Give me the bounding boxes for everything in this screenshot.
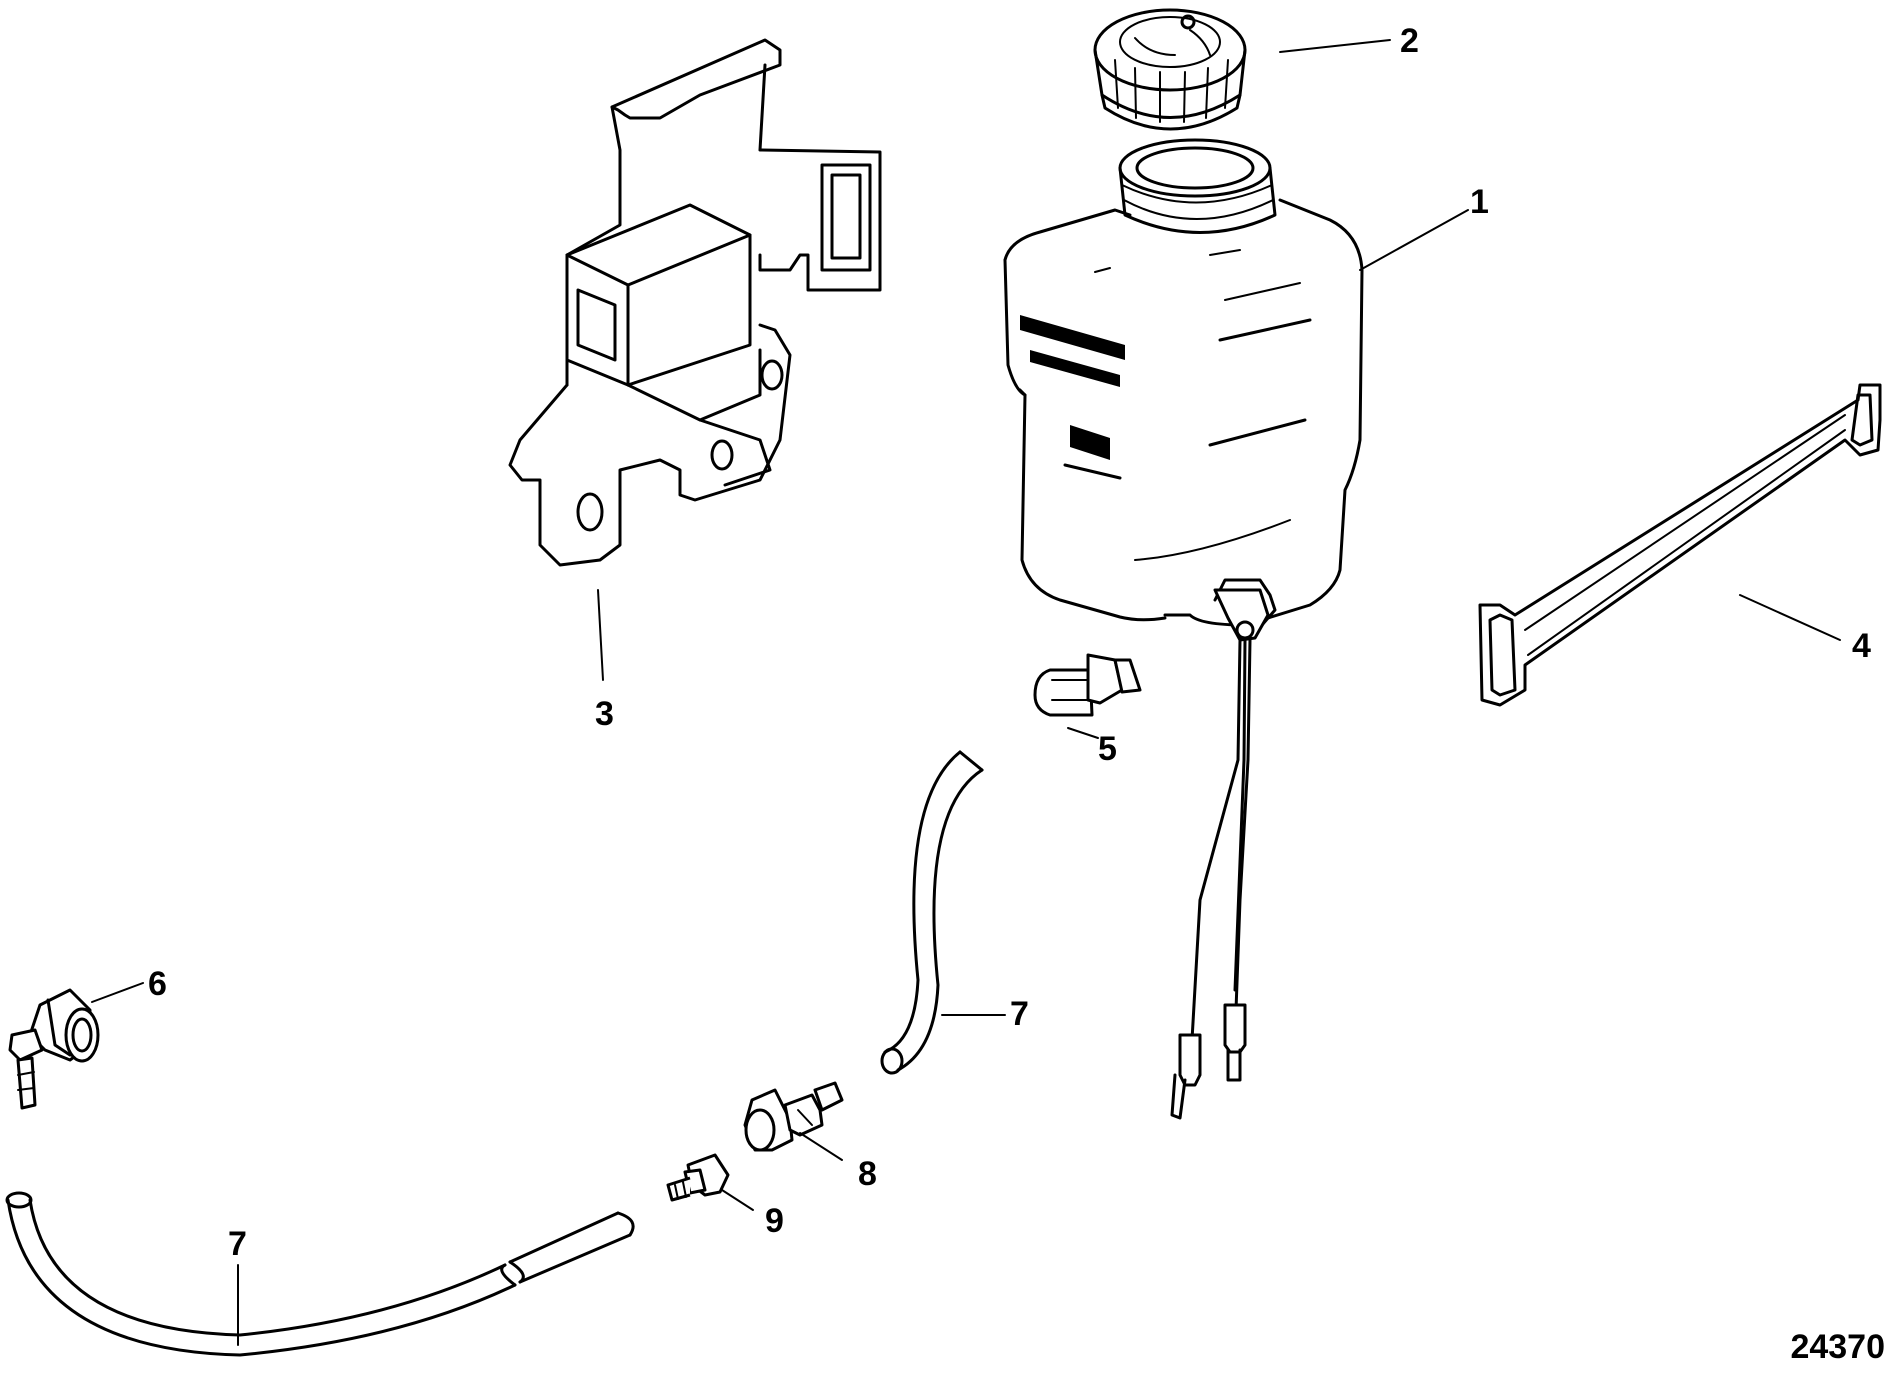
retaining-strap-part-4 bbox=[1478, 383, 1882, 707]
callout-2: 2 bbox=[1400, 22, 1419, 60]
elbow-fitting-part-6 bbox=[8, 988, 100, 1110]
callout-4: 4 bbox=[1852, 627, 1871, 665]
hose-lower-part-7 bbox=[5, 1191, 635, 1357]
callout-labels: 1 2 3 4 5 6 7 7 8 9 bbox=[148, 22, 1871, 1263]
wire-connector-right bbox=[1223, 1003, 1247, 1082]
wire-connector-left bbox=[1170, 1033, 1202, 1120]
callout-6: 6 bbox=[148, 965, 167, 1003]
callout-7-lower: 7 bbox=[228, 1225, 247, 1263]
reservoir-tank-part-1 bbox=[1003, 138, 1364, 1120]
hose-upper-part-7 bbox=[880, 750, 984, 1075]
quick-connect-fitting-part-8 bbox=[743, 1081, 844, 1152]
tank-embossed-label bbox=[1020, 315, 1125, 480]
barbed-fitting-part-9 bbox=[666, 1153, 730, 1202]
callout-8: 8 bbox=[858, 1155, 877, 1193]
figure-number: 24370 bbox=[1790, 1328, 1885, 1366]
callout-5: 5 bbox=[1098, 730, 1117, 768]
barbed-fitting-part-5 bbox=[1033, 653, 1142, 717]
callout-3: 3 bbox=[595, 695, 614, 733]
callout-9: 9 bbox=[765, 1202, 784, 1240]
leader-lines bbox=[91, 39, 1841, 1346]
reservoir-cap-part-2 bbox=[1093, 8, 1247, 131]
mounting-bracket-part-3 bbox=[508, 38, 882, 567]
callout-1: 1 bbox=[1470, 183, 1489, 221]
callout-7-upper: 7 bbox=[1010, 995, 1029, 1033]
